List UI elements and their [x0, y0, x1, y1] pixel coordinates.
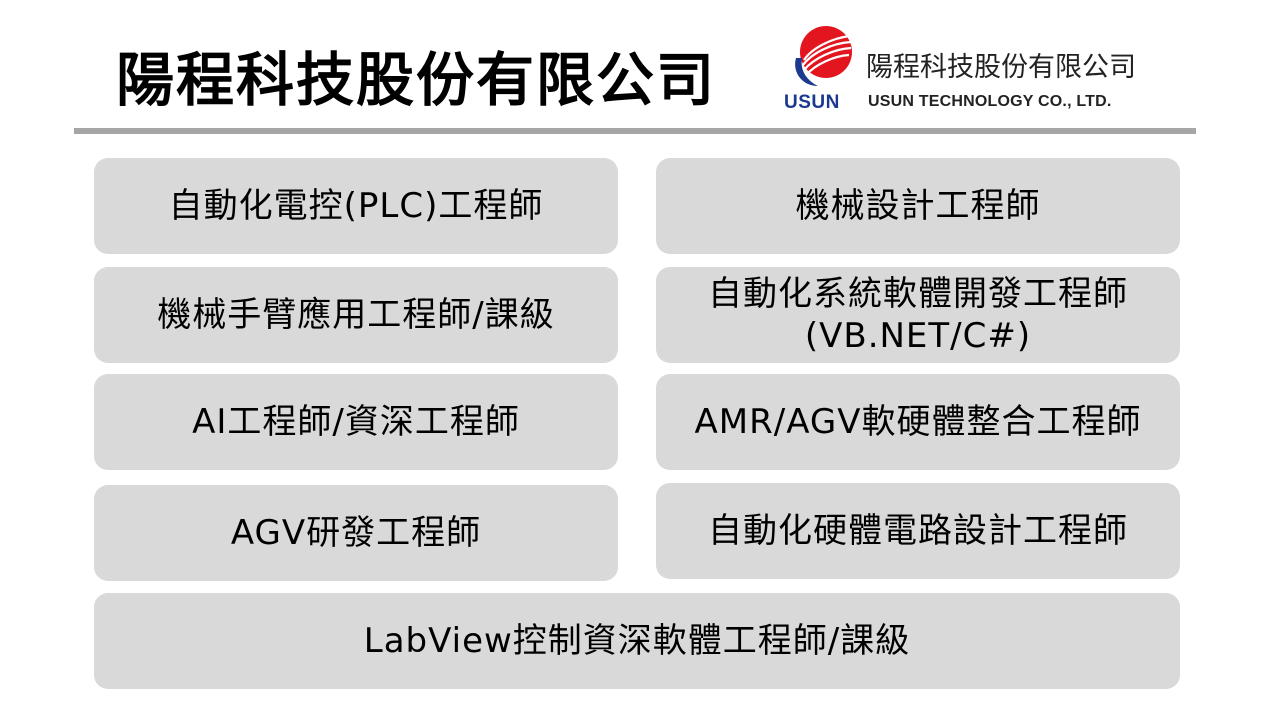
position-card-hardware-circuit: 自動化硬體電路設計工程師 — [656, 483, 1180, 579]
position-label: 自動化電控(PLC)工程師 — [168, 186, 544, 226]
position-label: 機械設計工程師 — [795, 186, 1041, 226]
position-label: 自動化系統軟體開發工程師 — [708, 274, 1128, 314]
position-card-robot-arm: 機械手臂應用工程師/課級 — [94, 267, 618, 363]
position-card-labview: LabView控制資深軟體工程師/課級 — [94, 593, 1180, 689]
logo-company-name-zh: 陽程科技股份有限公司 — [866, 52, 1136, 83]
header-divider — [74, 128, 1196, 134]
page-title: 陽程科技股份有限公司 — [116, 46, 717, 114]
position-label-sub: (VB.NET/C#) — [804, 316, 1032, 356]
position-card-agv-rd: AGV研發工程師 — [94, 485, 618, 581]
position-card-software-dev: 自動化系統軟體開發工程師 (VB.NET/C#) — [656, 267, 1180, 363]
position-card-ai: AI工程師/資深工程師 — [94, 374, 618, 470]
company-logo: USUN 陽程科技股份有限公司 USUN TECHNOLOGY CO., LTD… — [782, 20, 1182, 120]
position-label: 機械手臂應用工程師/課級 — [157, 295, 555, 335]
position-card-mechanical-design: 機械設計工程師 — [656, 158, 1180, 254]
usun-logo-mark: USUN — [782, 20, 862, 120]
position-card-amr-agv: AMR/AGV軟硬體整合工程師 — [656, 374, 1180, 470]
usun-swoosh-icon — [795, 26, 852, 86]
position-card-plc: 自動化電控(PLC)工程師 — [94, 158, 618, 254]
logo-company-name-en: USUN TECHNOLOGY CO., LTD. — [868, 93, 1112, 110]
position-label: AGV研發工程師 — [230, 513, 482, 553]
logo-mark-text: USUN — [784, 92, 840, 113]
position-label: AI工程師/資深工程師 — [192, 402, 520, 442]
position-label: 自動化硬體電路設計工程師 — [708, 511, 1128, 551]
position-label: AMR/AGV軟硬體整合工程師 — [694, 402, 1142, 442]
position-label: LabView控制資深軟體工程師/課級 — [363, 621, 911, 661]
